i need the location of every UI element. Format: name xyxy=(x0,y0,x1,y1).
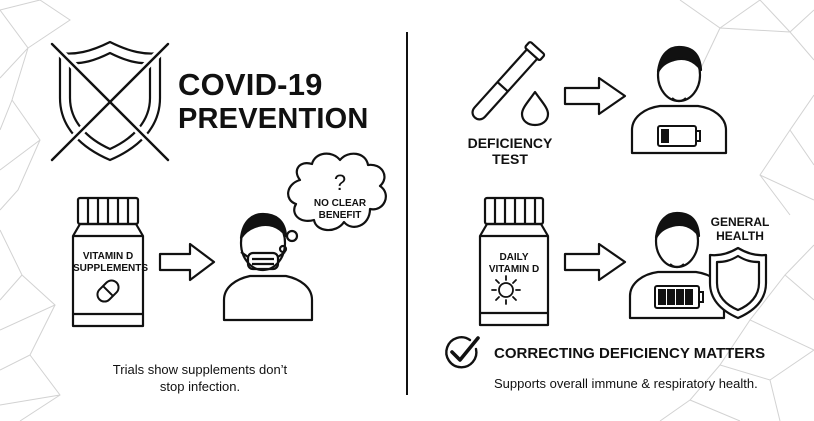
pill-bottle-icon xyxy=(478,196,550,327)
battery-full-icon xyxy=(654,285,704,309)
masked-person-icon xyxy=(222,212,314,322)
general-health-label-line1: GENERAL xyxy=(710,215,770,229)
deficiency-test-label-line1: DEFICIENCY xyxy=(467,135,553,151)
correcting-deficiency-subtext: Supports overall immune & respiratory he… xyxy=(494,376,758,391)
arrow-right-icon xyxy=(158,242,216,282)
capsule-icon xyxy=(96,279,120,303)
title-prevention: PREVENTION xyxy=(178,103,369,135)
thought-text-line2: BENEFIT xyxy=(318,210,362,221)
check-circle-icon xyxy=(445,336,480,369)
sun-icon xyxy=(491,275,521,305)
person-icon xyxy=(630,45,728,155)
arrow-right-icon xyxy=(563,76,627,116)
arrow-right-icon xyxy=(563,242,627,282)
bottle-label-left-line2: SUPPLEMENTS xyxy=(73,263,149,274)
battery-low-icon xyxy=(657,125,701,147)
pill-bottle-icon xyxy=(71,196,145,328)
blood-drop-icon xyxy=(520,90,550,127)
left-caption-line2: stop infection. xyxy=(159,379,241,394)
thought-text-line1: NO CLEAR xyxy=(313,198,367,209)
shield-crossed-icon xyxy=(48,40,172,164)
deficiency-test-label-line2: TEST xyxy=(492,151,528,167)
test-tube-icon xyxy=(471,41,546,121)
shield-icon xyxy=(708,246,768,320)
bottle-label-right-line2: VITAMIN D xyxy=(488,264,540,275)
bottle-label-right-line1: DAILY xyxy=(499,252,529,263)
thought-bubble-icon xyxy=(278,152,387,254)
thought-question-mark: ? xyxy=(333,170,347,195)
left-caption-line1: Trials show supplements don’t xyxy=(112,362,288,377)
title-covid-19: COVID-19 xyxy=(178,67,323,102)
general-health-label-line2: HEALTH xyxy=(716,229,764,243)
bottle-label-left-line1: VITAMIN D xyxy=(82,251,134,262)
correcting-deficiency-headline: CORRECTING DEFICIENCY MATTERS xyxy=(494,345,766,362)
